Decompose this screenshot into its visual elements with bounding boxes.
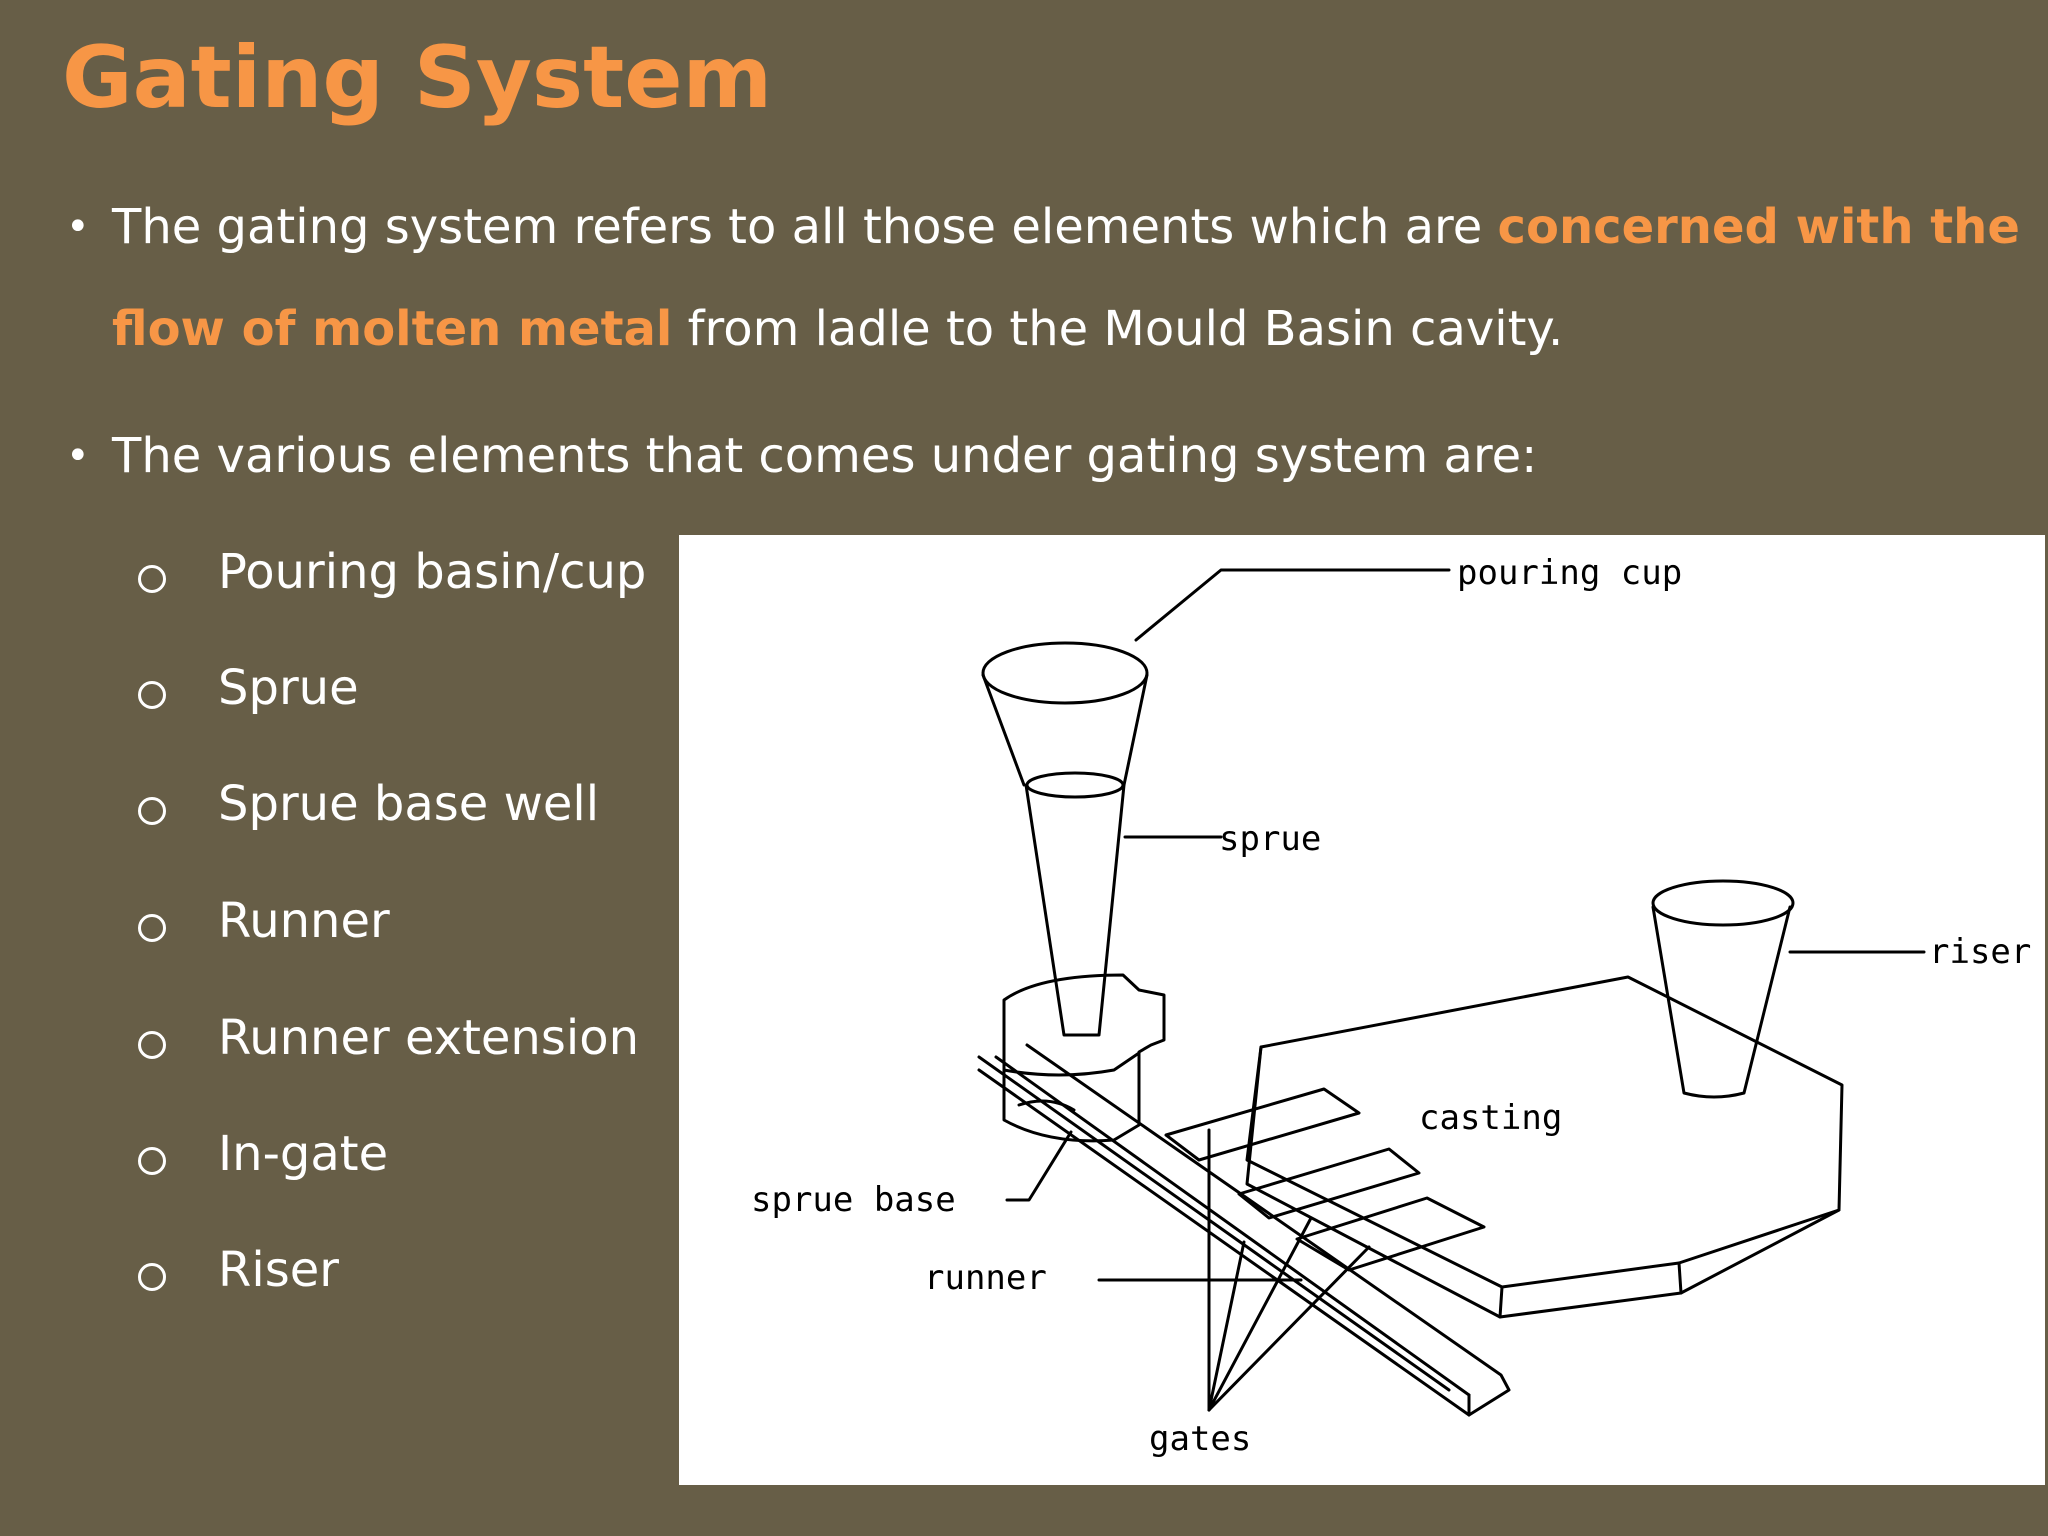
gating-system-diagram: pouring cup sprue riser casting sprue ba…: [679, 535, 2045, 1485]
bullet-text-lead: The gating system refers to all those el…: [112, 199, 1498, 255]
label-riser: riser: [1929, 932, 2031, 972]
list-item: Sprue base well: [138, 769, 599, 839]
leader-lines: [1005, 568, 1926, 1412]
circle-bullet-icon: [138, 797, 166, 825]
bullet-text-tail: from ladle to the Mould Basin cavity.: [672, 301, 1564, 357]
list-item-label: Runner extension: [218, 1010, 639, 1066]
list-item-label: Riser: [218, 1242, 339, 1298]
slide-title: Gating System: [62, 28, 773, 128]
list-item: Runner extension: [138, 1003, 639, 1073]
list-item: Riser: [138, 1235, 339, 1305]
bullet-marker: •: [66, 433, 90, 479]
bullet-marker: •: [66, 204, 90, 250]
riser-shape: [1651, 879, 1795, 1099]
bullet-text: The gating system refers to all those el…: [62, 176, 2032, 380]
list-item-label: Sprue: [218, 660, 359, 716]
list-item: Sprue: [138, 653, 359, 723]
label-pouring-cup: pouring cup: [1457, 553, 1682, 593]
gates-shape: [1164, 1087, 1486, 1272]
label-runner: runner: [924, 1258, 1047, 1298]
label-gates: gates: [1149, 1419, 1251, 1459]
circle-bullet-icon: [138, 914, 166, 942]
label-casting: casting: [1419, 1098, 1562, 1138]
label-sprue-base: sprue base: [751, 1180, 956, 1220]
circle-bullet-icon: [138, 681, 166, 709]
label-sprue: sprue: [1219, 819, 1321, 859]
list-item: Runner: [138, 886, 390, 956]
list-item-label: Runner: [218, 893, 390, 949]
highlight-text: concerned with the flow of molten metal: [112, 199, 2020, 357]
circle-bullet-icon: [138, 1147, 166, 1175]
pouring-cup-shape: [981, 641, 1149, 787]
circle-bullet-icon: [138, 565, 166, 593]
bullet-definition: • The gating system refers to all those …: [62, 176, 2032, 380]
list-item-label: Sprue base well: [218, 776, 600, 832]
circle-bullet-icon: [138, 1263, 166, 1291]
diagram-svg: pouring cup sprue riser casting sprue ba…: [751, 553, 2031, 1459]
sprue-base-shape: [1002, 973, 1166, 1143]
casting-shape: [1245, 975, 1844, 1319]
runner-shape: [977, 1043, 1511, 1417]
list-item-label: In-gate: [218, 1126, 389, 1182]
circle-bullet-icon: [138, 1031, 166, 1059]
list-item: In-gate: [138, 1119, 388, 1189]
bullet-text: The various elements that comes under ga…: [112, 428, 1538, 484]
list-item-label: Pouring basin/cup: [218, 544, 647, 600]
sprue-shape: [1024, 771, 1126, 1037]
bullet-elements-intro: • The various elements that comes under …: [62, 405, 2032, 507]
list-item: Pouring basin/cup: [138, 537, 646, 607]
